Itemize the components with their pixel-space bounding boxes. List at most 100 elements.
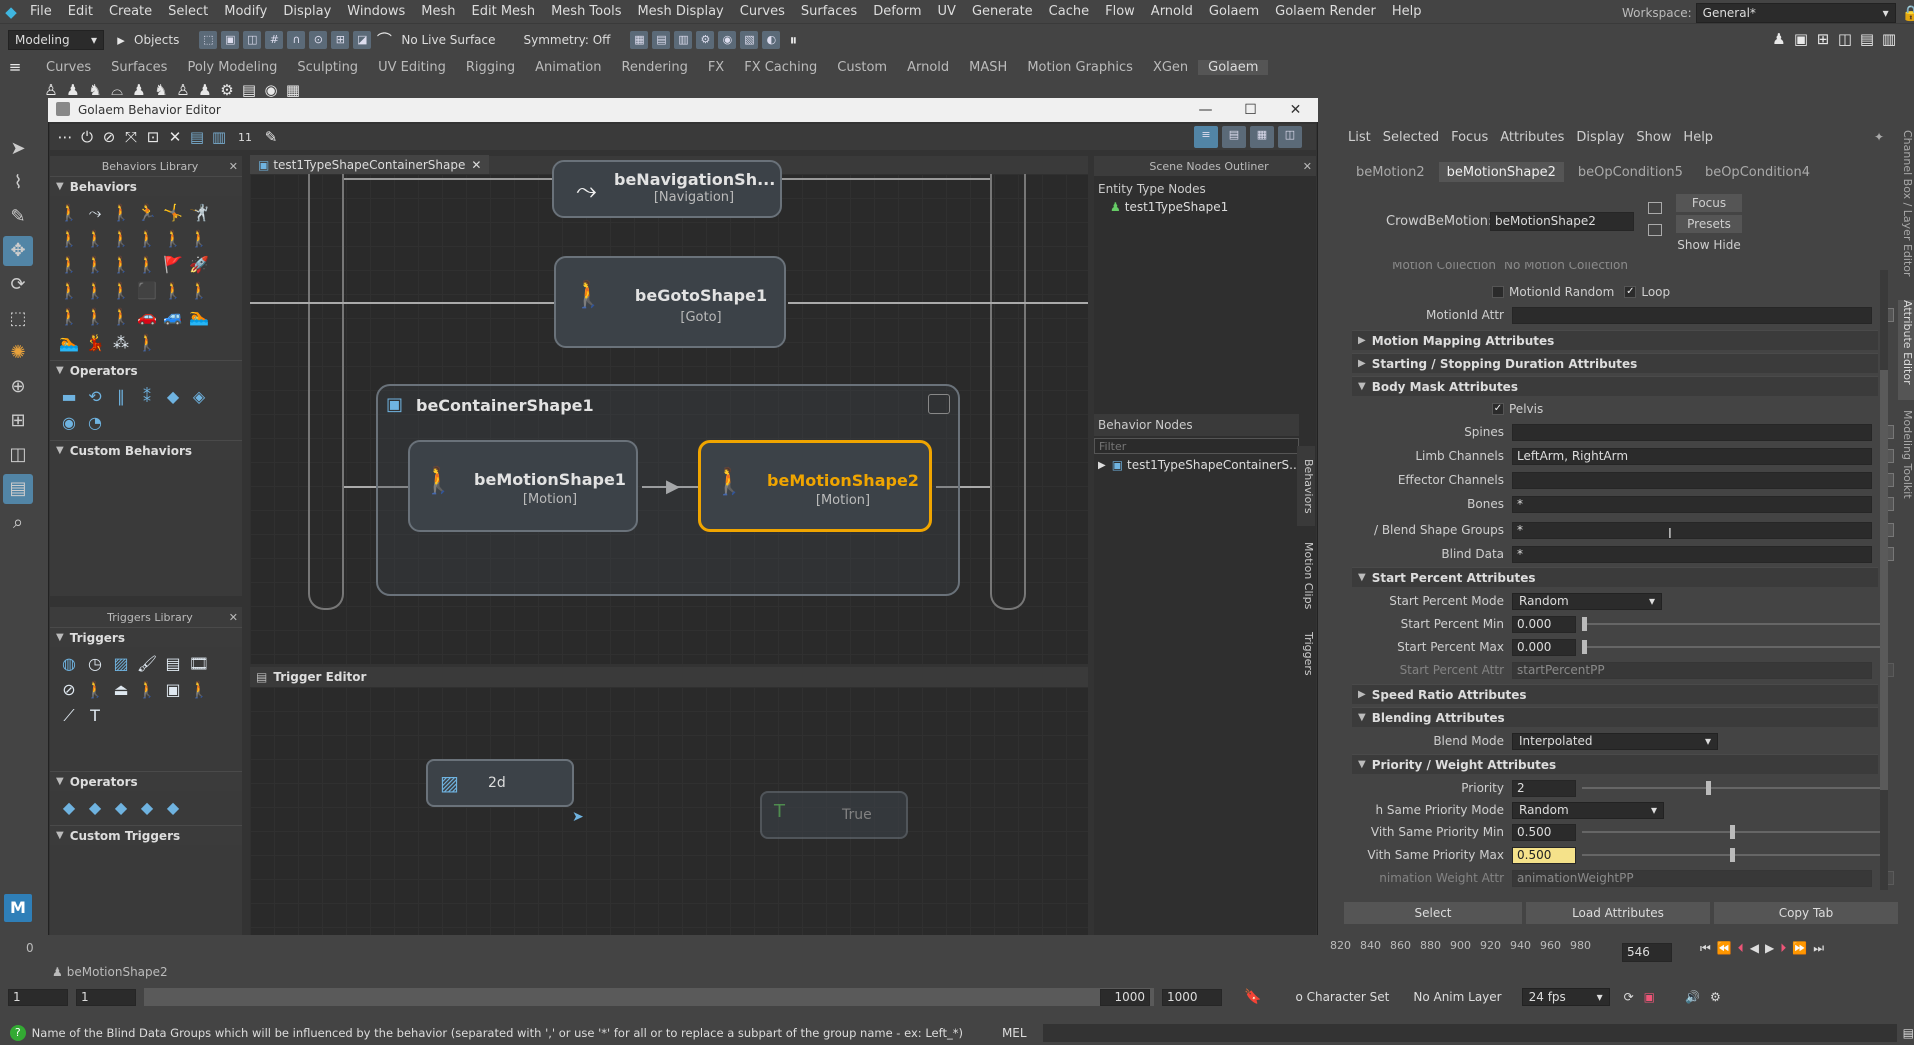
layout-four-icon[interactable]: ⊞ bbox=[10, 410, 26, 431]
node-motion-2[interactable]: 🚶 beMotionShape2 [Motion] bbox=[698, 440, 932, 532]
same-priority-min-field[interactable]: 0.500 bbox=[1512, 823, 1576, 841]
start-percent-mode-dropdown[interactable]: Random▾ bbox=[1512, 592, 1662, 610]
go-start-icon[interactable]: ⏮ bbox=[1700, 941, 1711, 955]
trigger-true-false-icon[interactable]: T bbox=[90, 706, 100, 725]
disable-icon[interactable]: ⊘ bbox=[102, 128, 116, 146]
behavior-node-item[interactable]: ▶▣test1TypeShapeContainerS... bbox=[1098, 458, 1301, 472]
shelf-tab-custom[interactable]: Custom bbox=[837, 59, 888, 75]
load-attributes-button[interactable]: Load Attributes bbox=[1526, 902, 1710, 924]
shelf-tab-poly-modeling[interactable]: Poly Modeling bbox=[187, 59, 278, 75]
view-split-icon[interactable]: ◫ bbox=[1278, 126, 1302, 148]
shelf-tab-motion-graphics[interactable]: Motion Graphics bbox=[1027, 59, 1133, 75]
trig-and-icon[interactable]: ◆ bbox=[62, 798, 76, 817]
operator-timer-icon[interactable]: ◔ bbox=[88, 413, 102, 432]
node-goto[interactable]: 🚶 beGotoShape1 [Goto] bbox=[554, 256, 786, 348]
copy-tab-button[interactable]: Copy Tab bbox=[1714, 902, 1898, 924]
maximize-icon[interactable]: ☐ bbox=[1244, 102, 1257, 118]
trigger-curve-icon[interactable]: ⟋ bbox=[63, 706, 75, 725]
view-grid-icon[interactable]: ▦ bbox=[1250, 126, 1274, 148]
trigger-node-true[interactable]: T True bbox=[760, 791, 908, 839]
bones-field[interactable]: * bbox=[1512, 495, 1872, 513]
container-collapse-icon[interactable] bbox=[928, 394, 950, 414]
presets-button[interactable]: Presets bbox=[1676, 215, 1742, 233]
node-name-field[interactable]: beMotionShape2 bbox=[1490, 212, 1634, 231]
menu-windows[interactable]: Windows bbox=[347, 4, 406, 19]
loop-icon[interactable]: ⟳ bbox=[1623, 990, 1634, 1004]
snap-grid-icon[interactable]: # bbox=[265, 31, 284, 49]
spines-field[interactable] bbox=[1512, 423, 1872, 441]
crowd-entity-icon[interactable]: ♙ bbox=[44, 81, 58, 99]
layout-two-icon[interactable]: ◫ bbox=[9, 444, 27, 465]
menu-curves[interactable]: Curves bbox=[739, 4, 785, 19]
toolbar-number[interactable]: 11 bbox=[238, 130, 252, 144]
crowd-navigation-icon[interactable]: ♟ bbox=[132, 81, 146, 99]
same-priority-mode-dropdown[interactable]: Random▾ bbox=[1512, 801, 1664, 819]
lock-icon[interactable]: 🔒 bbox=[1901, 4, 1914, 22]
menu-uv[interactable]: UV bbox=[937, 4, 956, 19]
mode-dropdown[interactable]: Modeling▾ bbox=[8, 30, 104, 50]
start-percent-max-slider[interactable] bbox=[1582, 640, 1882, 654]
crowd-behavior-icon[interactable]: ♙ bbox=[176, 81, 190, 99]
behavior-dance-icon[interactable]: 💃 bbox=[85, 333, 105, 352]
layout-attr-icon[interactable]: ▥ bbox=[1881, 30, 1897, 48]
behavior-vehicle2-icon[interactable]: 🚙 bbox=[163, 307, 183, 326]
shelf-tab-rigging[interactable]: Rigging bbox=[465, 59, 516, 75]
slider-handle[interactable] bbox=[1730, 848, 1735, 862]
symmetry-label[interactable]: Symmetry: Off bbox=[523, 33, 611, 47]
blend-mode-dropdown[interactable]: Interpolated▾ bbox=[1512, 732, 1718, 750]
menu-modify[interactable]: Modify bbox=[224, 4, 268, 19]
layout-outliner-icon[interactable]: ▤ bbox=[3, 474, 33, 504]
trig-xor-icon[interactable]: ◆ bbox=[140, 798, 154, 817]
section-start-percent[interactable]: ▼Start Percent Attributes bbox=[1352, 567, 1878, 587]
behavior-flock-icon[interactable]: 🚶 bbox=[59, 255, 79, 274]
behavior-mesh-icon[interactable]: 🚶 bbox=[59, 307, 79, 326]
behavior-slope-icon[interactable]: 🚶 bbox=[85, 255, 105, 274]
menu-file[interactable]: File bbox=[30, 4, 52, 19]
magnet-icon[interactable]: ⌒ bbox=[376, 31, 392, 49]
menu-golaem[interactable]: Golaem bbox=[1208, 4, 1260, 19]
trigger-layers-icon[interactable]: ▤ bbox=[165, 654, 181, 673]
view-list-icon[interactable]: ≡ bbox=[1194, 126, 1218, 148]
section-body-mask[interactable]: ▼Body Mask Attributes bbox=[1352, 376, 1878, 396]
step-back-key-icon[interactable]: ⏪ bbox=[1716, 941, 1732, 955]
step-back-frame-icon[interactable]: ⏴ bbox=[1737, 941, 1744, 955]
same-priority-max-field[interactable]: 0.500 bbox=[1512, 846, 1576, 864]
render-settings-icon[interactable]: ⚙ bbox=[696, 31, 715, 49]
attr-tab-bemotionshape2[interactable]: beMotionShape2 bbox=[1438, 162, 1564, 182]
snap-curve-icon[interactable]: ∩ bbox=[287, 31, 306, 49]
behavior-rag-icon[interactable]: 🚶 bbox=[85, 281, 105, 300]
attr-menu-attributes[interactable]: Attributes bbox=[1500, 130, 1565, 145]
behavior-run-icon[interactable]: 🏃 bbox=[137, 203, 157, 222]
behavior-stand-icon[interactable]: 🚶 bbox=[189, 281, 209, 300]
section-trig-operators[interactable]: ▼Operators bbox=[50, 771, 242, 791]
shelf-tab-animation[interactable]: Animation bbox=[535, 59, 602, 75]
anim-weight-attr-field[interactable]: animationWeightPP bbox=[1512, 869, 1872, 887]
shelf-options-icon[interactable]: ≡ bbox=[8, 58, 22, 76]
shelf-tab-fx-caching[interactable]: FX Caching bbox=[744, 59, 818, 75]
trigger-proximity-icon[interactable]: ⊘ bbox=[62, 680, 76, 699]
snap-surface-icon[interactable]: ◪ bbox=[353, 31, 372, 49]
side-tab-behaviors[interactable]: Behaviors bbox=[1297, 446, 1315, 526]
crowd-simulate-icon[interactable]: ⚙ bbox=[220, 81, 234, 99]
close-icon[interactable]: ✕ bbox=[228, 159, 238, 173]
script-editor-icon[interactable]: ▤ bbox=[1902, 1025, 1914, 1040]
section-operators[interactable]: ▼Operators bbox=[50, 360, 242, 380]
attr-menu-help[interactable]: Help bbox=[1683, 130, 1714, 145]
close-icon[interactable]: ✕ bbox=[1289, 102, 1302, 118]
preferences-icon[interactable]: ⚙ bbox=[1709, 990, 1721, 1004]
operator-parallel-icon[interactable]: ∥ bbox=[117, 387, 125, 406]
crowd-field-icon[interactable]: ♟ bbox=[66, 81, 80, 99]
behavior-float-icon[interactable]: 🏊 bbox=[189, 307, 209, 326]
side-label-modeling-toolkit[interactable]: Modeling Toolkit bbox=[1901, 410, 1914, 499]
range-bar[interactable] bbox=[144, 988, 1154, 1006]
side-label-channel-box[interactable]: Channel Box / Layer Editor bbox=[1901, 130, 1914, 277]
goto-output-icon[interactable] bbox=[1648, 224, 1662, 236]
behavior-lookat-icon[interactable]: 🚶 bbox=[137, 229, 157, 248]
menu-select[interactable]: Select bbox=[168, 4, 209, 19]
triangle-right-icon[interactable]: ▶ bbox=[1098, 459, 1106, 471]
section-priority-weight[interactable]: ▼Priority / Weight Attributes bbox=[1352, 754, 1878, 774]
menu-golaem-render[interactable]: Golaem Render bbox=[1275, 4, 1376, 19]
start-percent-min-field[interactable]: 0.000 bbox=[1512, 615, 1576, 633]
select-component-icon[interactable]: ◫ bbox=[243, 31, 262, 49]
attr-scrollbar[interactable] bbox=[1880, 270, 1888, 890]
